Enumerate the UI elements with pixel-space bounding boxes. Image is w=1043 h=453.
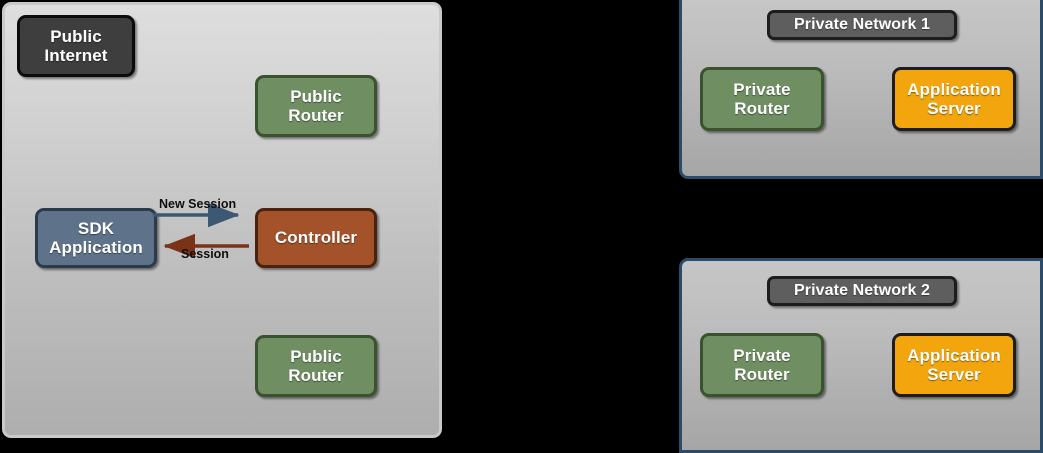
edge-label-session: Session	[181, 247, 229, 261]
node-public-router-bottom-label: Public Router	[288, 347, 343, 385]
node-private-router-2-line2: Router	[734, 365, 790, 384]
node-application-server-1-line1: Application	[907, 79, 1001, 99]
node-public-router-bottom-line1: Public	[290, 346, 342, 366]
private-network-1-panel: Private Network 1 Private Router Applica…	[679, 0, 1043, 179]
node-controller-label: Controller	[274, 228, 358, 248]
node-sdk-application[interactable]: SDK Application	[35, 208, 157, 268]
private-network-2-panel: Private Network 2 Private Router Applica…	[679, 258, 1043, 453]
node-public-router-bottom-line2: Router	[288, 366, 344, 385]
node-controller[interactable]: Controller	[255, 208, 377, 268]
node-application-server-2[interactable]: Application Server	[892, 333, 1016, 397]
node-public-router-top[interactable]: Public Router	[255, 75, 377, 137]
node-private-router-1-line2: Router	[734, 99, 790, 118]
public-internet-zone-panel: Public Internet Public Router SDK Applic…	[2, 2, 442, 438]
node-application-server-1[interactable]: Application Server	[892, 67, 1016, 131]
node-private-router-1[interactable]: Private Router	[700, 67, 824, 131]
node-sdk-application-line1: SDK	[77, 218, 115, 238]
node-private-router-2[interactable]: Private Router	[700, 333, 824, 397]
node-public-router-top-line1: Public	[290, 86, 342, 106]
node-public-router-bottom[interactable]: Public Router	[255, 335, 377, 397]
node-public-internet-label: Public Internet	[44, 27, 107, 65]
node-private-router-1-line1: Private	[733, 79, 791, 99]
edge-label-new-session: New Session	[159, 197, 237, 211]
node-application-server-1-label: Application Server	[907, 80, 1001, 118]
node-sdk-application-line2: Application	[49, 238, 143, 257]
node-sdk-application-label: SDK Application	[49, 219, 143, 257]
node-application-server-1-line2: Server	[927, 99, 981, 118]
node-private-router-1-label: Private Router	[733, 80, 790, 118]
node-private-router-2-line1: Private	[733, 345, 791, 365]
node-private-router-2-label: Private Router	[733, 346, 790, 384]
node-application-server-2-line1: Application	[907, 345, 1001, 365]
node-public-internet-line1: Public	[50, 26, 102, 46]
private-network-2-title: Private Network 2	[767, 276, 957, 306]
node-public-internet[interactable]: Public Internet	[17, 15, 135, 77]
private-network-1-title: Private Network 1	[767, 10, 957, 40]
node-public-router-top-label: Public Router	[288, 87, 343, 125]
node-application-server-2-label: Application Server	[907, 346, 1001, 384]
node-public-internet-line2: Internet	[44, 46, 108, 65]
node-application-server-2-line2: Server	[927, 365, 981, 384]
node-public-router-top-line2: Router	[288, 106, 344, 125]
